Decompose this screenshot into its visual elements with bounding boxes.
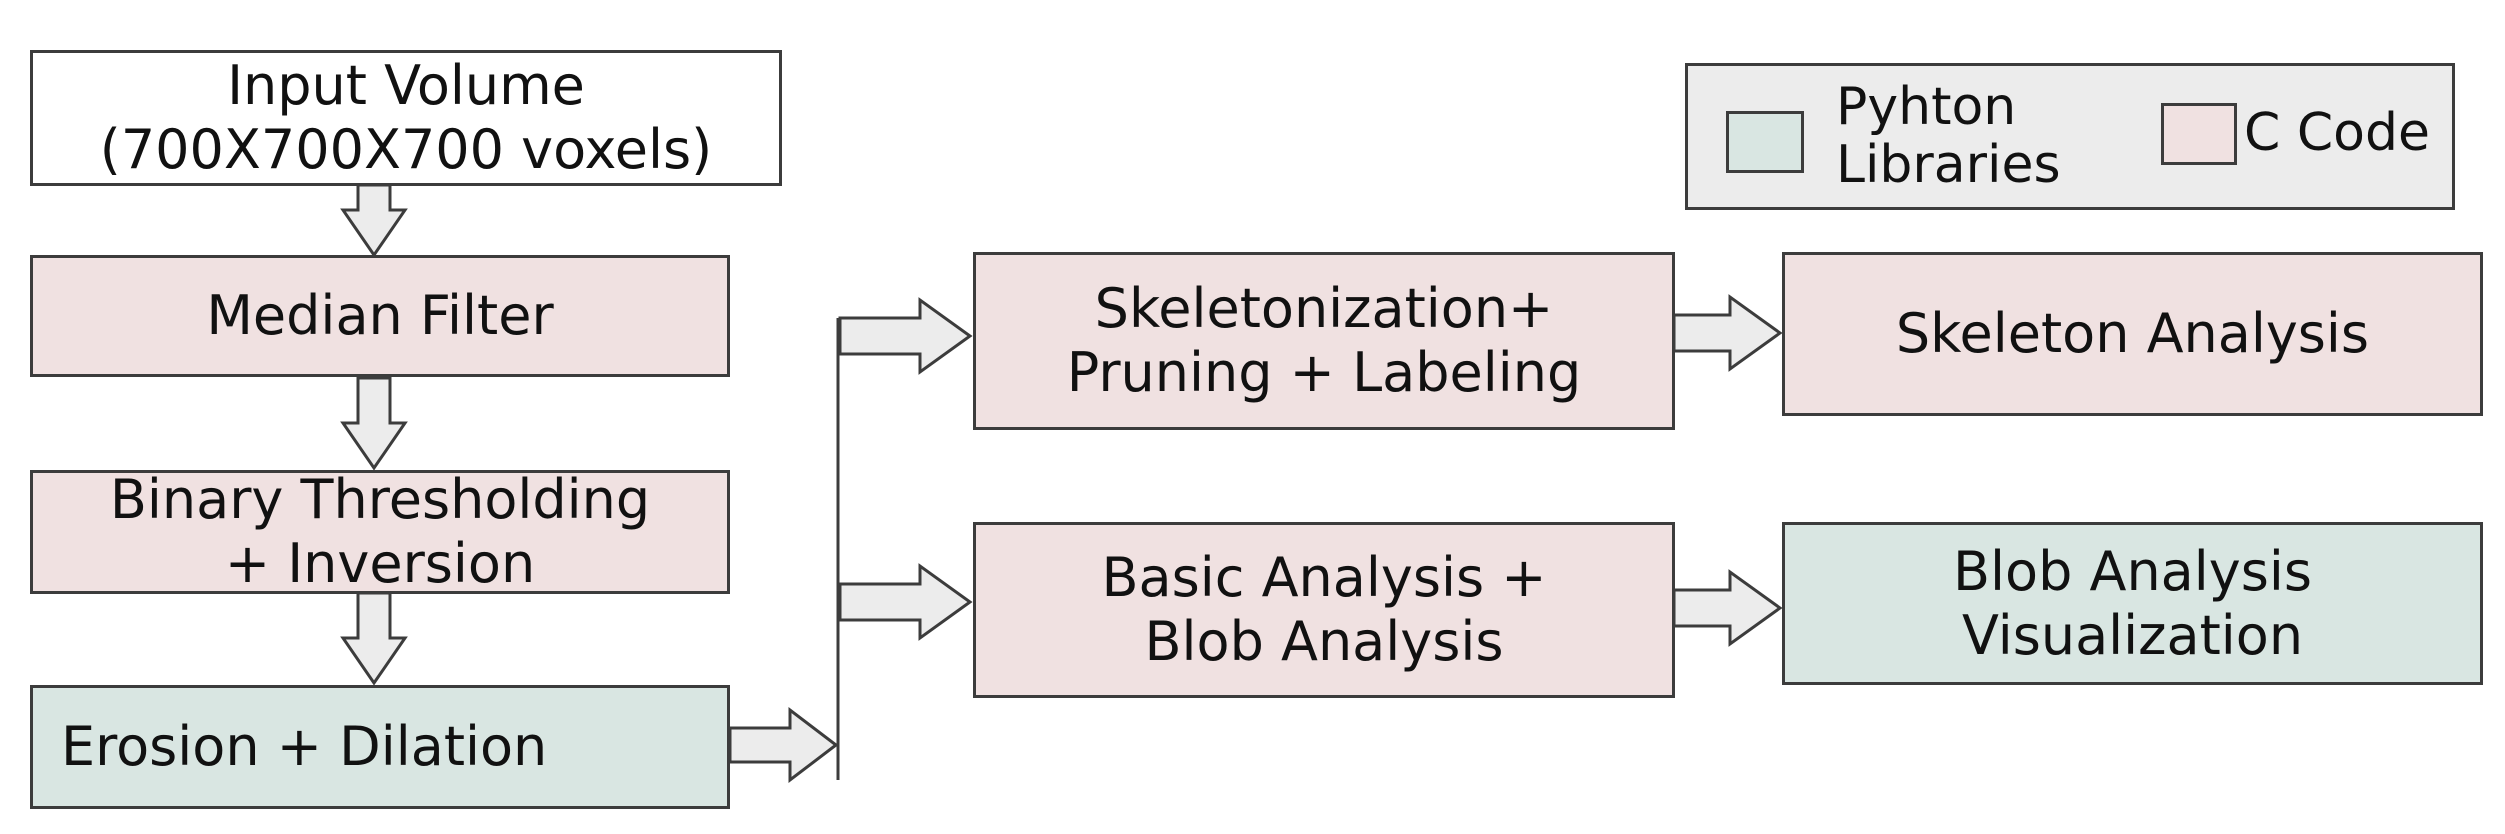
input-volume-box: Input Volume (700X700X700 voxels) [30, 50, 782, 186]
binary-thresholding-line1: Binary Thresholding [109, 468, 651, 531]
skeleton-analysis-label: Skeleton Analysis [1895, 302, 2370, 365]
skeletonization-box: Skeletonization+ Pruning + Labeling [973, 252, 1675, 430]
input-volume-line2: (700X700X700 voxels) [99, 118, 713, 181]
blob-visualization-line1: Blob Analysis [1952, 539, 2312, 603]
binary-thresholding-box: Binary Thresholding + Inversion [30, 468, 730, 595]
legend-python-line2: Libraries [1836, 135, 2061, 195]
blob-visualization-box: Blob Analysis Visualization [1782, 522, 2483, 685]
arrow-basic-to-vis [1672, 569, 1783, 647]
legend-c-code-swatch [2161, 103, 2237, 165]
erosion-dilation-box: Erosion + Dilation [30, 685, 730, 809]
legend-python-swatch [1726, 111, 1804, 173]
median-filter-label: Median Filter [206, 284, 554, 347]
input-volume-line1: Input Volume [227, 54, 585, 117]
basic-analysis-line2: Blob Analysis [1144, 610, 1504, 673]
skeletonization-line1: Skeletonization+ [1094, 277, 1554, 340]
legend-c-code-label: C Code [2244, 103, 2430, 163]
arrow-to-skeletonization [838, 297, 973, 375]
blob-visualization-line2: Visualization [1961, 603, 2304, 667]
arrow-skel-to-analysis [1672, 294, 1783, 372]
basic-analysis-line1: Basic Analysis + [1101, 546, 1547, 609]
binary-thresholding-line2: + Inversion [224, 532, 536, 595]
arrow-erosion-out [728, 706, 839, 784]
median-filter-box: Median Filter [30, 255, 730, 377]
skeleton-analysis-box: Skeleton Analysis [1782, 252, 2483, 416]
arrow-median-to-threshold [340, 376, 408, 471]
legend: Pyhton Libraries C Code [1685, 63, 2455, 210]
arrow-to-basic [838, 563, 973, 641]
erosion-dilation-label: Erosion + Dilation [61, 715, 548, 778]
legend-python-line1: Pyhton [1836, 77, 2017, 137]
basic-analysis-box: Basic Analysis + Blob Analysis [973, 522, 1675, 698]
legend-python-label: Pyhton Libraries [1836, 78, 2061, 194]
arrow-threshold-to-erosion [340, 591, 408, 686]
skeletonization-line2: Pruning + Labeling [1066, 341, 1582, 404]
arrow-input-to-median [340, 183, 408, 258]
